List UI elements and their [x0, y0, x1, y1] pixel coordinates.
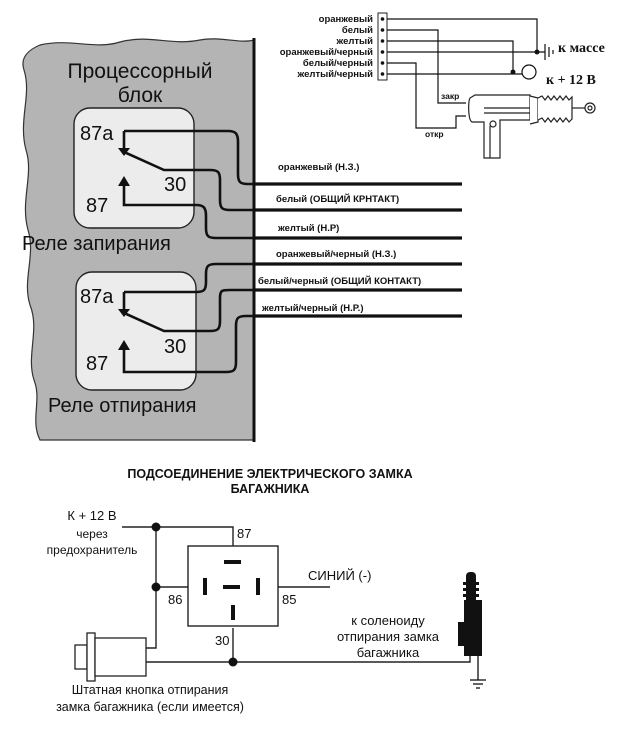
- connector-block: [377, 12, 388, 81]
- connector-pin-label-1: оранжевый: [319, 14, 373, 25]
- connector-pin-label-3: желтый: [335, 36, 373, 47]
- button-label-1: Штатная кнопка отпирания: [72, 683, 229, 697]
- trunk-release-button-icon: [74, 632, 147, 682]
- output-wire-label-3: желтый (Н.Р): [277, 223, 339, 234]
- lock-relay-name: Реле запирания: [22, 233, 171, 255]
- trunk-title-line1: ПОДСОЕДИНЕНИЕ ЭЛЕКТРИЧЕСКОГО ЗАМКА: [127, 467, 412, 481]
- power-terminal-icon: [521, 64, 537, 80]
- actuator-lock-label: закр: [441, 91, 459, 101]
- connector-pin-label-2: белый: [342, 25, 373, 36]
- output-wire-label-1: оранжевый (Н.З.): [278, 162, 359, 173]
- lock-relay-contacts: [118, 129, 462, 240]
- door-lock-actuator-icon: [468, 94, 596, 159]
- blue-wire-label: СИНИЙ (-): [308, 568, 371, 583]
- output-wire-label-4: оранжевый/черный (Н.З.): [276, 249, 396, 260]
- unlock-relay-pin-30: 30: [164, 336, 186, 358]
- trunk-power-label-2: через: [76, 527, 108, 541]
- trunk-relay-pin-87: 87: [237, 526, 251, 541]
- output-wire-label-6: желтый/черный (Н.Р.): [261, 303, 364, 314]
- trunk-relay-pin-86: 86: [168, 592, 182, 607]
- trunk-relay-pin-85: 85: [282, 592, 296, 607]
- unlock-relay-pin-87a: 87a: [80, 286, 114, 308]
- actuator-unlock-label: откр: [425, 129, 444, 139]
- trunk-power-label-3: предохранитель: [47, 543, 138, 557]
- solenoid-label-2: отпирания замка: [337, 629, 440, 644]
- lock-relay-pin-87a: 87a: [80, 123, 114, 145]
- unlock-relay-contacts: [118, 262, 462, 374]
- ground-label: к массе: [558, 41, 605, 56]
- unlock-relay-pin-87: 87: [86, 353, 108, 375]
- connector-pin-label-5: белый/черный: [303, 58, 373, 69]
- output-wire-label-5: белый/черный (ОБЩИЙ КОНТАКТ): [258, 275, 421, 287]
- ground-icon: [544, 44, 554, 60]
- solenoid-label-3: багажника: [357, 645, 420, 660]
- solenoid-ground-icon: [470, 679, 486, 689]
- trunk-relay-terminals: [203, 560, 260, 620]
- connector-pins: [380, 17, 385, 76]
- power-label: к + 12 В: [546, 73, 596, 88]
- connector-wires: [387, 18, 545, 129]
- processor-title-line2: блок: [118, 84, 163, 107]
- unlock-relay-name: Реле отпирания: [48, 395, 196, 417]
- connector-pin-label-4: оранжевый/черный: [280, 47, 373, 58]
- lock-relay-box: [73, 107, 195, 229]
- connector-pin-label-6: желтый/черный: [297, 69, 374, 80]
- solenoid-label-1: к соленоиду: [351, 613, 425, 628]
- trunk-solenoid-icon: [458, 572, 482, 656]
- trunk-title-line2: БАГАЖНИКА: [231, 482, 310, 496]
- trunk-power-label-1: К + 12 В: [67, 508, 116, 523]
- button-label-2: замка багажника (если имеется): [56, 700, 244, 714]
- output-wire-label-2: белый (ОБЩИЙ КРНТАКТ): [276, 193, 399, 205]
- processor-title-line1: Процессорный: [68, 60, 213, 83]
- lock-relay-pin-87: 87: [86, 195, 108, 217]
- lock-relay-pin-30: 30: [164, 174, 186, 196]
- trunk-relay-pin-30: 30: [215, 633, 229, 648]
